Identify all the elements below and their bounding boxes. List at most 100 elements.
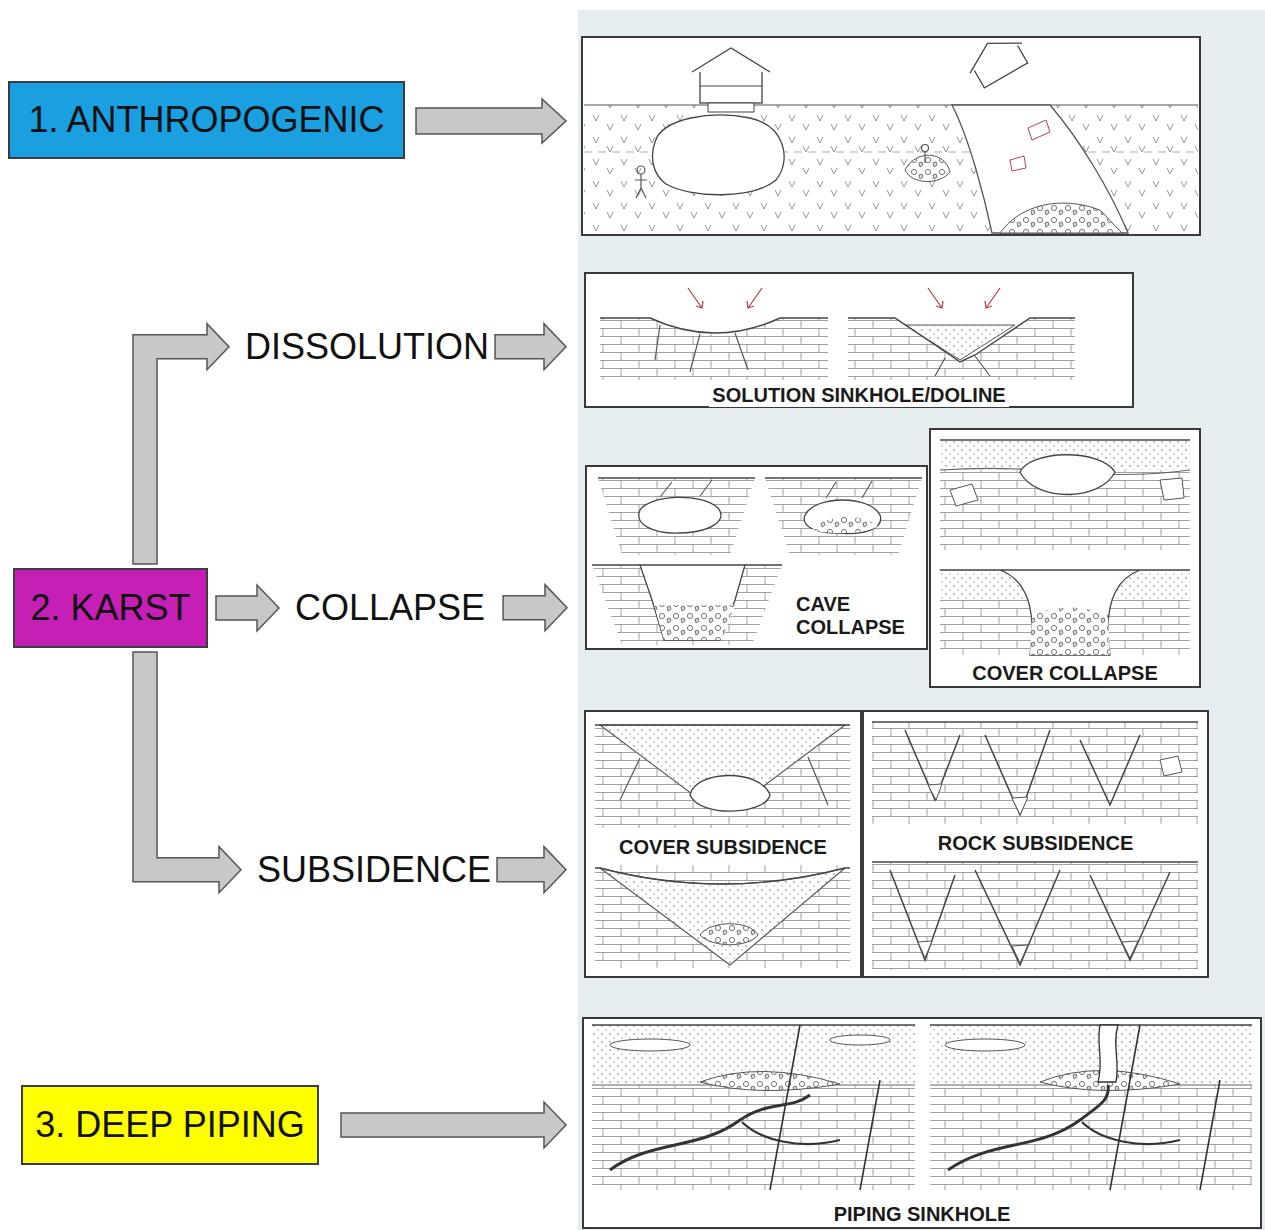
ground-surface [600, 318, 828, 333]
rubble-zone [700, 1071, 840, 1090]
block-arrow [503, 585, 567, 631]
category-box: 2. KARST [13, 568, 208, 648]
panel-caption: COVER SUBSIDENCE [616, 836, 830, 859]
panel-ground [584, 710, 862, 978]
void [1012, 797, 1028, 815]
void [1122, 941, 1138, 958]
ground-surface [848, 318, 1075, 362]
ground-line [584, 104, 1198, 105]
cave [639, 497, 721, 533]
limestone [765, 478, 922, 555]
falling-block [1010, 156, 1026, 171]
ground-surface [592, 1024, 915, 1025]
limestone [872, 722, 1198, 824]
person-body [635, 174, 647, 198]
soil-depression [600, 868, 845, 965]
category-text: SUBSIDENCE [257, 849, 491, 890]
doline-fill [905, 325, 1015, 360]
box-text: 3. DEEP PIPING [35, 1104, 304, 1145]
collapse-crater [952, 105, 1128, 233]
limestone [872, 862, 1198, 970]
ground-surface [598, 477, 755, 478]
block-arrow [133, 324, 229, 564]
clay-lens [830, 1035, 890, 1045]
cover-collapse-illustration [940, 440, 1190, 655]
illustration-panel: CAVE COLLAPSE [585, 465, 928, 650]
solution-pocket [950, 484, 978, 506]
panel-caption: COVER COLLAPSE [969, 662, 1161, 685]
fault [770, 1025, 880, 1190]
falling-block [1028, 120, 1050, 140]
house-foundation [708, 103, 754, 112]
illustration-panel: COVER COLLAPSE [929, 428, 1201, 688]
block-arrow [216, 585, 279, 631]
fracture [660, 480, 712, 497]
category-label: COLLAPSE [295, 587, 485, 628]
rubble [1030, 608, 1110, 656]
conduit [610, 1095, 810, 1170]
background-panel [578, 10, 1265, 1230]
person-head [922, 145, 929, 152]
panel-ground [582, 1017, 1262, 1229]
rock-subsidence-illustration [872, 722, 1198, 970]
house-roof [692, 48, 770, 72]
debris-pile [905, 155, 950, 181]
block-arrow [416, 99, 566, 143]
collapse-crater [1000, 570, 1140, 655]
carbonate-bedrock [592, 1085, 915, 1190]
ground-surface [595, 724, 850, 725]
cave-collapse-illustration [592, 478, 922, 645]
tilted-building [962, 28, 1032, 90]
fracture [620, 757, 828, 805]
fracture [655, 325, 748, 372]
illustration-panel: PIPING SINKHOLE [582, 1017, 1262, 1229]
building-roof [962, 28, 1022, 73]
panel-caption: ROCK SUBSIDENCE [935, 832, 1137, 855]
category-label: DISSOLUTION [245, 326, 489, 367]
panel-caption: CAVE COLLAPSE [793, 593, 921, 639]
rain-arrows [688, 288, 1000, 308]
void [1012, 945, 1028, 963]
solution-sinkhole-illustration [600, 288, 1075, 380]
person-figure [922, 145, 929, 164]
rain-arrow [928, 288, 943, 308]
fracture [935, 356, 990, 376]
illustration-frame [582, 37, 1200, 235]
debris [1000, 203, 1122, 233]
ground-surface [930, 1024, 1252, 1025]
fracture [890, 870, 1170, 965]
conduit [742, 1122, 840, 1144]
clay-lens [945, 1039, 1025, 1051]
ground-surface [940, 439, 1190, 440]
fracture [826, 481, 872, 498]
solution-pocket [1160, 478, 1184, 500]
box-text: 2. KARST [30, 587, 190, 628]
ground-surface [872, 721, 1198, 722]
block-arrow [341, 1102, 566, 1148]
rubble [812, 517, 878, 533]
underground-cavity [653, 115, 785, 195]
illustration-panel: SOLUTION SINKHOLE/DOLINE [584, 272, 1134, 408]
cover-subsidence-illustration [595, 725, 850, 968]
limestone [595, 725, 850, 828]
pipe [1098, 1025, 1118, 1082]
cavity [690, 775, 770, 811]
cave [804, 500, 880, 533]
clay-lens [610, 1039, 690, 1051]
rain-arrow [688, 288, 703, 308]
category-label: SUBSIDENCE [257, 849, 491, 890]
panel-caption: PIPING SINKHOLE [831, 1203, 1014, 1226]
panel-caption: SOLUTION SINKHOLE/DOLINE [709, 384, 1008, 407]
panel-ground [585, 465, 928, 650]
house-floor [700, 86, 762, 87]
ground-fill [584, 105, 1198, 233]
void [1160, 756, 1182, 776]
rain-arrow [747, 288, 762, 308]
limestone [595, 865, 850, 968]
house-body [700, 70, 762, 103]
void [928, 784, 942, 800]
rubble [700, 924, 758, 945]
block-arrow [133, 652, 241, 893]
ground-surface [592, 564, 782, 565]
